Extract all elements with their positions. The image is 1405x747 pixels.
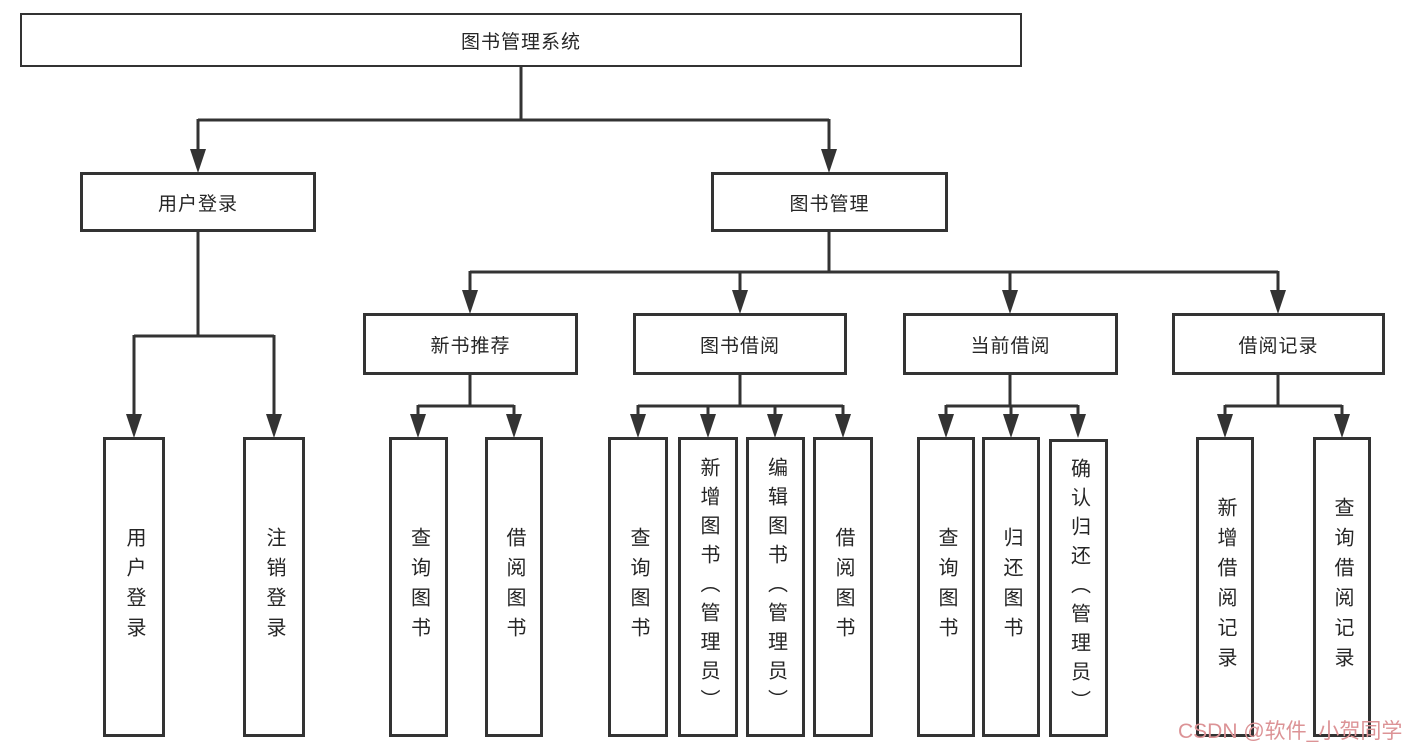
arrowhead — [821, 149, 837, 173]
node-book-borrowing: 图书借阅 — [633, 313, 847, 375]
node-label: 图书管理系统 — [460, 31, 581, 53]
arrowhead — [1070, 414, 1086, 438]
arrowhead — [506, 414, 522, 438]
node-borrowing-records: 借阅记录 — [1172, 313, 1385, 375]
arrowhead — [410, 414, 426, 438]
node-label: 注销登录 — [263, 527, 285, 647]
leaf-edit-book-admin: 编辑图书（管理员） — [746, 437, 805, 737]
node-label: 用户登录 — [123, 527, 145, 647]
node-label: 查询图书 — [935, 527, 957, 647]
arrowhead — [700, 414, 716, 438]
node-label: 确认归还（管理员） — [1067, 457, 1090, 719]
leaf-confirm-return-admin: 确认归还（管理员） — [1049, 439, 1108, 737]
leaf-query-books-borrow: 查询图书 — [608, 437, 668, 737]
arrowhead — [190, 149, 206, 173]
node-label: 新增借阅记录 — [1214, 497, 1236, 677]
leaf-borrow-books: 借阅图书 — [813, 437, 873, 737]
leaf-add-borrow-record: 新增借阅记录 — [1196, 437, 1254, 737]
arrowhead — [1334, 414, 1350, 438]
node-label: 当前借阅 — [970, 335, 1051, 357]
leaf-query-books-recommend: 查询图书 — [389, 437, 448, 737]
node-new-book-recommendation: 新书推荐 — [363, 313, 578, 375]
node-library-system: 图书管理系统 — [20, 13, 1022, 67]
node-user-login: 用户登录 — [80, 172, 316, 232]
leaf-add-book-admin: 新增图书（管理员） — [678, 437, 738, 737]
node-label: 用户登录 — [157, 193, 238, 215]
node-label: 查询图书 — [407, 527, 430, 647]
node-label: 图书管理 — [789, 193, 870, 215]
leaf-logout: 注销登录 — [243, 437, 305, 737]
csdn-watermark: CSDN @软件_小贺同学 — [1178, 720, 1403, 743]
arrowhead — [835, 414, 851, 438]
node-label: 归还图书 — [1000, 527, 1022, 647]
arrowhead — [630, 414, 646, 438]
node-label: 新书推荐 — [430, 335, 511, 357]
leaf-query-borrow-record: 查询借阅记录 — [1313, 437, 1371, 737]
node-label: 借阅记录 — [1238, 335, 1319, 357]
node-label: 查询图书 — [627, 527, 649, 647]
arrowhead — [1270, 290, 1286, 314]
node-book-management: 图书管理 — [711, 172, 948, 232]
node-label: 借阅图书 — [832, 527, 854, 647]
arrowhead — [1003, 414, 1019, 438]
arrowhead — [732, 290, 748, 314]
arrowhead — [938, 414, 954, 438]
arrowhead — [462, 290, 478, 314]
node-label: 查询借阅记录 — [1331, 497, 1353, 677]
node-label: 借阅图书 — [503, 527, 525, 647]
leaf-query-books-current: 查询图书 — [917, 437, 975, 737]
arrowhead — [266, 414, 282, 438]
arrowhead — [126, 414, 142, 438]
node-current-borrowing: 当前借阅 — [903, 313, 1118, 375]
arrowhead — [1002, 290, 1018, 314]
leaf-borrow-books-recommend: 借阅图书 — [485, 437, 543, 737]
node-label: 图书借阅 — [699, 335, 780, 357]
arrowhead — [767, 414, 783, 438]
arrowhead — [1217, 414, 1233, 438]
leaf-user-login: 用户登录 — [103, 437, 165, 737]
node-label: 编辑图书（管理员） — [764, 456, 787, 718]
node-label: 新增图书（管理员） — [697, 456, 719, 718]
leaf-return-book: 归还图书 — [982, 437, 1040, 737]
